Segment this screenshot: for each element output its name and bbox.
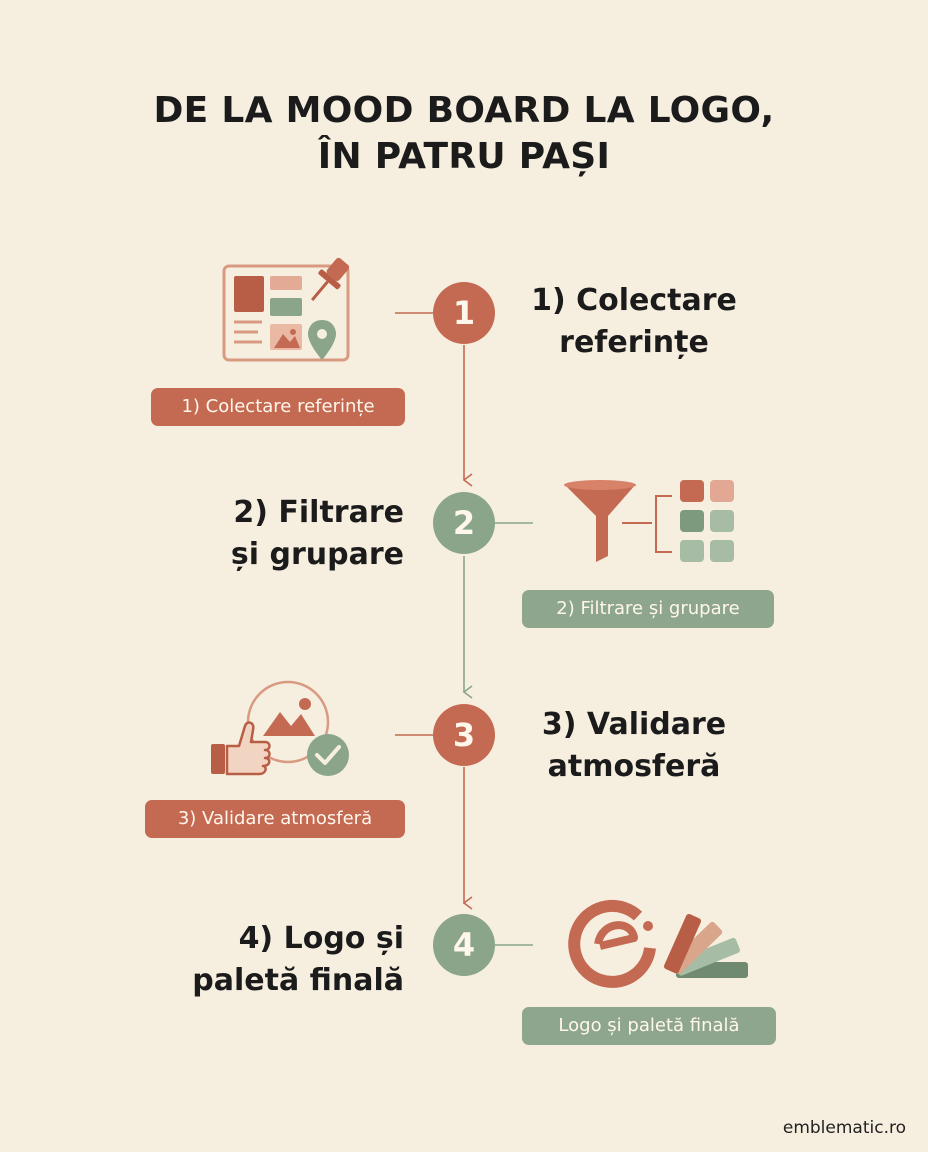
step-3-label: 3) Validare atmosferă: [518, 704, 750, 788]
title-line-1: DE LA MOOD BOARD LA LOGO,: [153, 90, 775, 131]
step-4-circle: 4: [433, 914, 495, 976]
logo-palette-icon: [568, 899, 748, 988]
step-2-circle: 2: [433, 492, 495, 554]
step-2-caption: 2) Filtrare și grupare: [522, 590, 774, 628]
step-1-label-line-2: referințe: [559, 325, 709, 360]
footer-site: emblematic.ro: [782, 1118, 906, 1138]
mood-board-icon: [222, 257, 350, 362]
step-1-label: 1) Colectare referințe: [518, 280, 750, 364]
step-3-caption: 3) Validare atmosferă: [145, 800, 405, 838]
step-4-caption: Logo și paletă finală: [522, 1007, 776, 1045]
step-4-label-line-1: 4) Logo și: [238, 921, 404, 956]
step-1-label-line-1: 1) Colectare: [531, 283, 737, 318]
step-4-label: 4) Logo și paletă finală: [140, 918, 404, 1002]
step-2-label-line-1: 2) Filtrare: [233, 495, 404, 530]
funnel-grid-icon: [564, 480, 734, 562]
step-3-circle: 3: [433, 704, 495, 766]
thumbs-up-check-icon: [211, 680, 349, 776]
step-3-label-line-2: atmosferă: [547, 749, 721, 784]
title-line-2: ÎN PATRU PAȘI: [317, 136, 611, 177]
step-2-label-line-2: și grupare: [230, 537, 404, 572]
step-1-circle: 1: [433, 282, 495, 344]
step-4-label-line-2: paletă finală: [192, 963, 404, 998]
step-1-caption: 1) Colectare referințe: [151, 388, 405, 426]
step-2-label: 2) Filtrare și grupare: [150, 492, 404, 576]
page-title: DE LA MOOD BOARD LA LOGO, ÎN PATRU PAȘI: [0, 88, 928, 180]
step-3-label-line-1: 3) Validare: [541, 707, 727, 742]
